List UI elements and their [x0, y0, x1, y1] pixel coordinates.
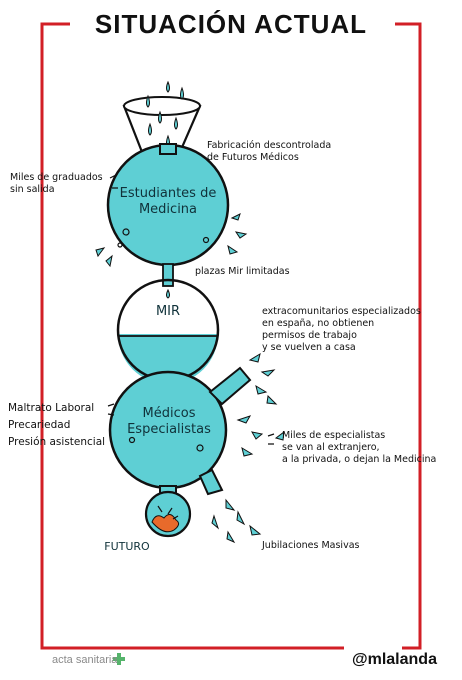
- cross-icon: [113, 653, 125, 665]
- flask-futuro: [144, 490, 192, 538]
- flask-mir: [116, 278, 220, 384]
- annotation-fabricacion: Fabricación descontrolada de Futuros Méd…: [207, 140, 332, 163]
- flask-label-especialistas: Médicos Especialistas: [127, 406, 211, 438]
- flask-label-futuro: FUTURO: [104, 540, 150, 553]
- annotation-maltrato: Maltrato Laboral Precariedad Presión asi…: [8, 402, 106, 448]
- flask-estudiantes: [106, 143, 230, 267]
- annotation-extracomunitarios: extracomunitarios especializados en espa…: [262, 306, 421, 353]
- scribble-marks: [107, 174, 275, 445]
- red-frame: [40, 22, 422, 650]
- page-title: SITUACIÓN ACTUAL: [94, 9, 368, 39]
- drip-mir: [162, 263, 174, 299]
- annotation-especialistas: Miles de especialistas se van al extranj…: [282, 430, 437, 465]
- annotation-jubilaciones: Jubilaciones Masivas: [262, 540, 360, 551]
- flask-label-estudiantes: Estudiantes de Medicina: [119, 186, 217, 218]
- footer-source: acta sanitaria: [52, 654, 118, 666]
- flask-label-mir: MIR: [155, 304, 181, 319]
- bottom-flask-splash: [211, 352, 285, 544]
- annotation-graduados: Miles de graduados sin salida: [10, 172, 103, 195]
- footer-author[interactable]: @mlalanda: [352, 651, 437, 668]
- annotation-plazas: plazas Mir limitadas: [195, 266, 290, 277]
- top-flask-splash: [95, 213, 248, 268]
- funnel-drops: [146, 80, 184, 148]
- flask-especialistas: [108, 366, 252, 499]
